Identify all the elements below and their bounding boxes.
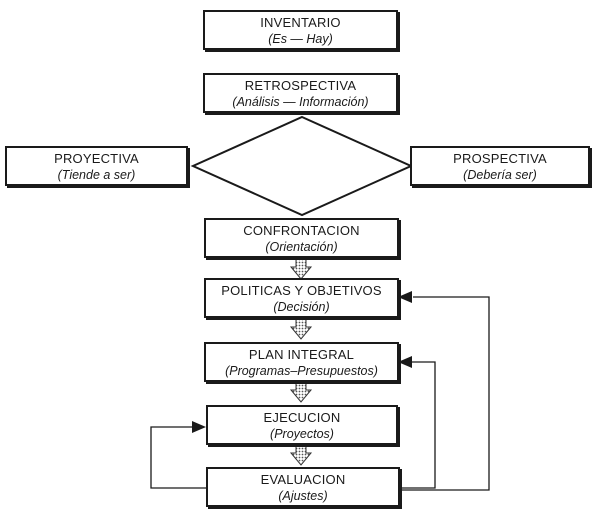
retrospectiva-box: RETROSPECTIVA (Análisis — Información): [203, 73, 398, 113]
flow-arrow: [289, 443, 313, 466]
flow-arrow: [289, 380, 313, 403]
prospectiva-subtitle: (Debería ser): [463, 168, 537, 182]
prospectiva-title: PROSPECTIVA: [453, 151, 547, 166]
plan-integral-title: PLAN INTEGRAL: [248, 347, 355, 362]
prospectiva-box: PROSPECTIVA (Debería ser): [410, 146, 590, 186]
proyectiva-subtitle: (Tiende a ser): [57, 168, 136, 182]
plan-integral-subtitle: (Programas–Presupuestos): [225, 364, 378, 378]
retrospectiva-title: RETROSPECTIVA: [244, 78, 357, 93]
retrospectiva-subtitle: (Análisis — Información): [232, 95, 369, 109]
confrontacion-box: CONFRONTACION (Orientación): [204, 218, 399, 258]
feedback-line-ejecucion: [150, 426, 206, 489]
feedback-line-plan: [400, 361, 436, 489]
decision-diamond: [190, 115, 414, 217]
inventario-box: INVENTARIO (Es — Hay): [203, 10, 398, 50]
confrontacion-subtitle: (Orientación): [265, 240, 338, 254]
ejecucion-title: EJECUCION: [263, 410, 341, 425]
ejecucion-subtitle: (Proyectos): [270, 427, 334, 441]
flow-arrow: [289, 317, 313, 340]
confrontacion-title: CONFRONTACION: [243, 223, 360, 238]
politicas-box: POLITICAS Y OBJETIVOS (Decisión): [204, 278, 399, 318]
arrowhead-politicas: [398, 291, 412, 303]
feedback-line-politicas: [400, 296, 490, 491]
evaluacion-title: EVALUACION: [260, 472, 346, 487]
inventario-subtitle: (Es — Hay): [268, 32, 333, 46]
proyectiva-box: PROYECTIVA (Tiende a ser): [5, 146, 188, 186]
plan-integral-box: PLAN INTEGRAL (Programas–Presupuestos): [204, 342, 399, 382]
politicas-title: POLITICAS Y OBJETIVOS: [221, 283, 382, 298]
arrowhead-plan: [398, 356, 412, 368]
politicas-subtitle: (Decisión): [273, 300, 330, 314]
ejecucion-box: EJECUCION (Proyectos): [206, 405, 398, 445]
proyectiva-title: PROYECTIVA: [54, 151, 139, 166]
evaluacion-subtitle: (Ajustes): [278, 489, 328, 503]
arrowhead-ejecucion: [192, 421, 206, 433]
inventario-title: INVENTARIO: [260, 15, 341, 30]
evaluacion-box: EVALUACION (Ajustes): [206, 467, 400, 507]
flow-arrow: [289, 257, 313, 280]
